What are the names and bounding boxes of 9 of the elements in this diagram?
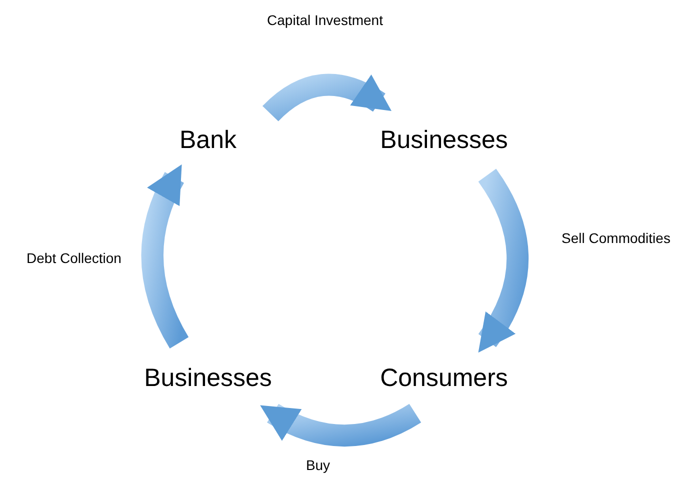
edge-label: Sell Commodities	[560, 230, 672, 246]
curved-arrow	[141, 164, 189, 348]
edge-label: Capital Investment	[265, 12, 385, 28]
node-label: Consumers	[380, 364, 508, 392]
node-label: Businesses	[144, 364, 272, 392]
node-label: Businesses	[380, 126, 508, 154]
node-label: Bank	[180, 126, 236, 154]
edge-label: Debt Collection	[24, 250, 124, 266]
curved-arrow	[478, 169, 529, 353]
